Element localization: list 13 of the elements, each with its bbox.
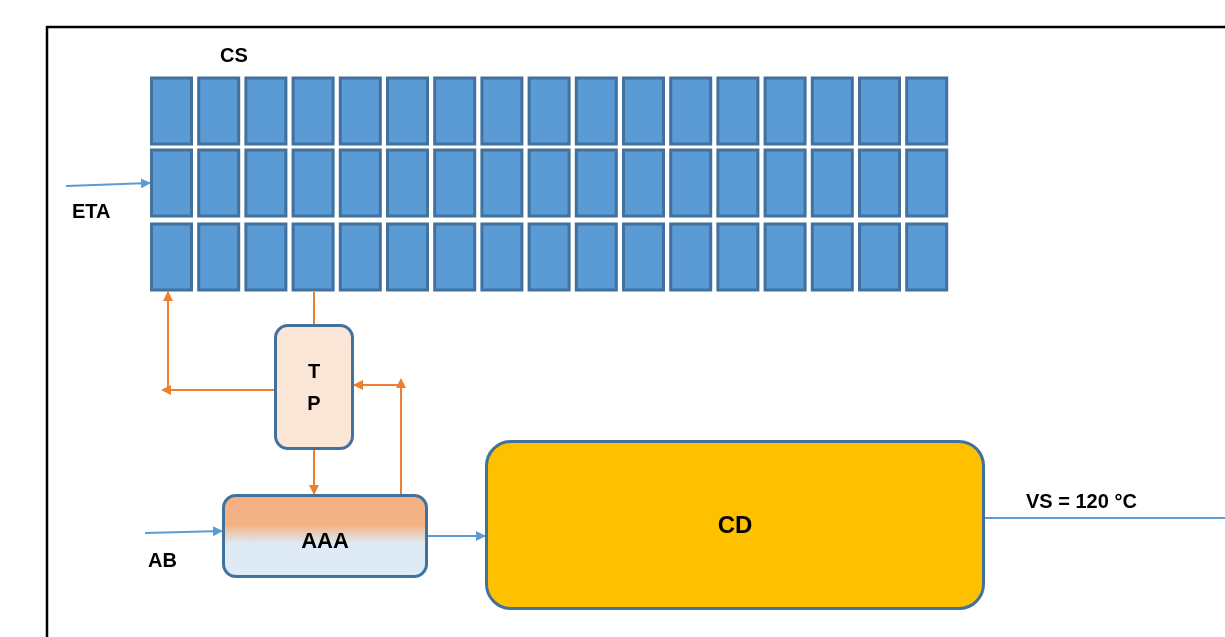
arrow (309, 449, 319, 495)
node-label: CD (717, 511, 753, 539)
process-box (485, 440, 985, 610)
process-box (274, 324, 354, 450)
array-heading: CS (220, 44, 248, 67)
arrow (161, 291, 275, 395)
arrow (65, 178, 151, 189)
node-label: AAA (301, 528, 349, 554)
arrow (144, 526, 223, 537)
tank-box (222, 494, 428, 578)
node-label: T P (306, 359, 322, 416)
arrow (353, 378, 406, 495)
arrow (427, 531, 486, 541)
